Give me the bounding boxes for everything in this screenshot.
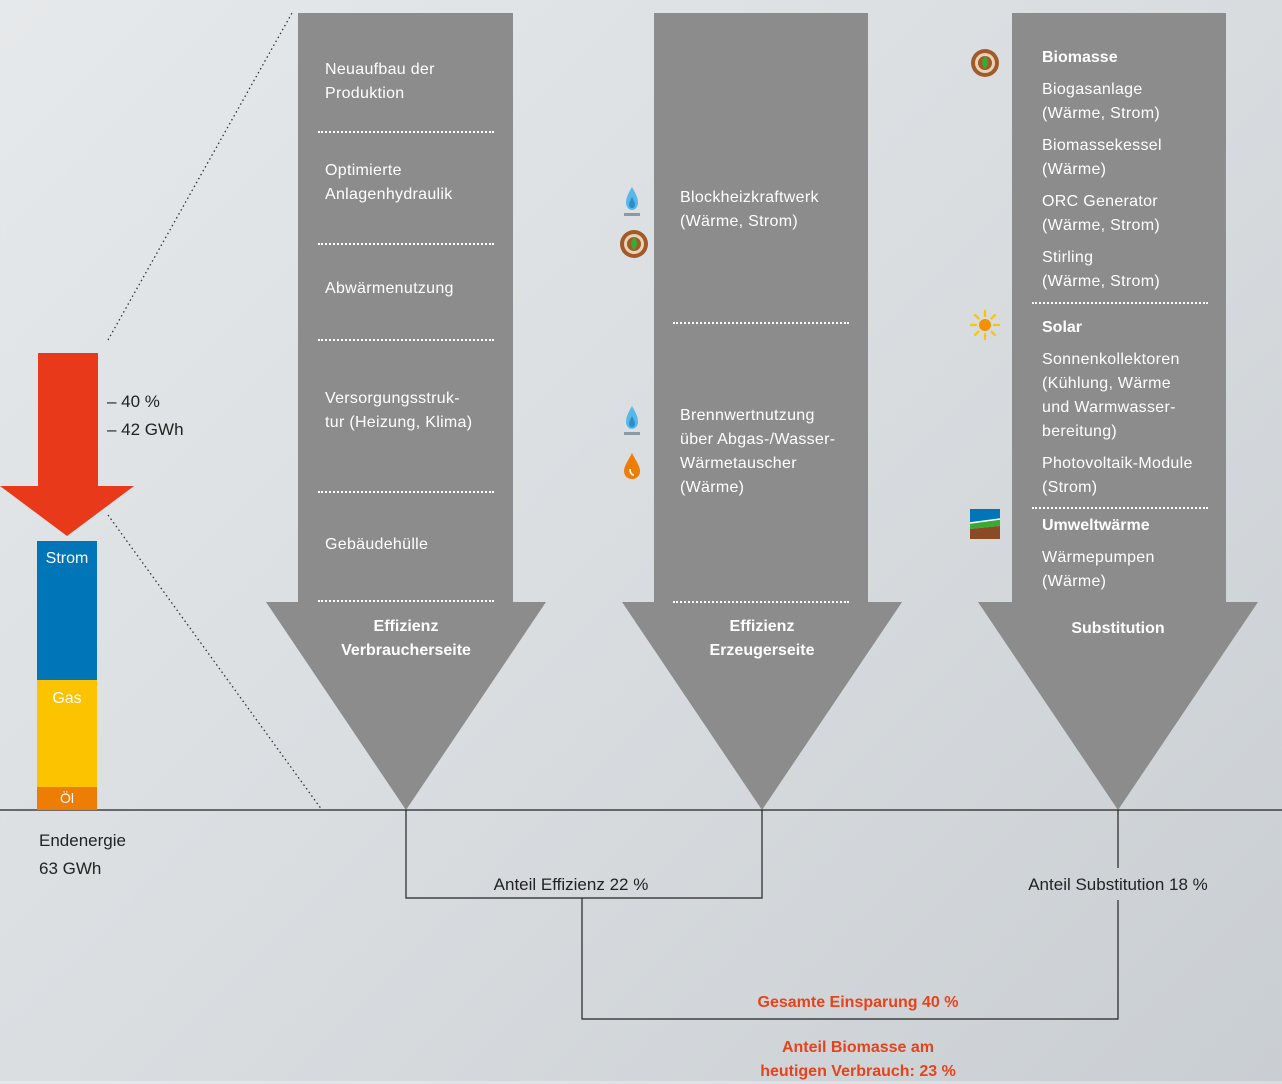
umwelt-item-1: Wärmepumpen (Wärme): [1042, 549, 1155, 590]
zoom-line-top: [107, 12, 293, 341]
biomasse-item-3: ORC Generator (Wärme, Strom): [1042, 193, 1160, 234]
col3-divider-1: [1032, 302, 1208, 304]
solar-item-2: Photovoltaik-Module (Strom): [1042, 455, 1193, 496]
col2-divider-1: [673, 322, 849, 324]
endenergie-label: Endenergie: [39, 831, 126, 850]
solar-heading: Solar: [1042, 319, 1083, 336]
gas-flame-icon: [624, 187, 640, 216]
col1-item-1: Neuaufbau der Produktion: [325, 61, 435, 102]
col3-divider-2: [1032, 507, 1208, 509]
biomass-icon: [971, 49, 999, 77]
bar-label-gas: Gas: [52, 690, 82, 707]
solar-item-1: Sonnenkollektoren (Kühlung, Wärme und Wa…: [1042, 351, 1180, 440]
col1-item-2: Optimierte Anlagenhydraulik: [325, 162, 453, 203]
bar-segment-strom: [37, 541, 97, 680]
biomasse-item-1: Biogasanlage (Wärme, Strom): [1042, 81, 1160, 122]
arrow-efficiency-consumer: [266, 13, 546, 810]
col1-divider-3: [318, 339, 494, 341]
solar-sun-icon: [969, 309, 1001, 341]
reduction-pct: – 40 %: [107, 392, 160, 411]
arrow-efficiency-producer: [622, 13, 902, 810]
col2-divider-2: [673, 601, 849, 603]
col1-item-5: Gebäudehülle: [325, 536, 429, 553]
col2-item-2: Brennwertnutzung über Abgas-/Wasser- Wär…: [680, 407, 836, 496]
biomasse-heading: Biomasse: [1042, 49, 1118, 66]
col1-divider-4: [318, 491, 494, 493]
bar-label-oel: Öl: [60, 790, 74, 806]
bar-label-strom: Strom: [45, 550, 89, 567]
reduction-arrow: [0, 353, 134, 536]
bracket-total: [581, 898, 1119, 1020]
endenergie-value: 63 GWh: [39, 859, 102, 878]
zoom-line-bottom: [107, 514, 323, 811]
col1-divider-5: [318, 600, 494, 602]
col1-divider-2: [318, 243, 494, 245]
oil-drop-icon: [624, 453, 640, 479]
anteil-effizienz: Anteil Effizienz 22 %: [493, 875, 649, 894]
umwelt-heading: Umweltwärme: [1042, 517, 1150, 534]
col1-item-3: Abwärmenutzung: [325, 280, 454, 297]
environment-heat-icon: [970, 509, 1000, 539]
biomasse-item-2: Biomassekessel (Wärme): [1042, 137, 1162, 178]
anteil-biomasse: Anteil Biomasse am heutigen Verbrauch: 2…: [760, 1039, 956, 1080]
gesamte-einsparung: Gesamte Einsparung 40 %: [757, 994, 959, 1011]
bar-segment-gas: [37, 680, 97, 787]
col3-title: Substitution: [1071, 620, 1165, 637]
reduction-gwh: – 42 GWh: [107, 420, 184, 439]
col1-divider-1: [318, 131, 494, 133]
col1-item-4: Versorgungsstruk- tur (Heizung, Klima): [325, 390, 473, 431]
anteil-substitution: Anteil Substitution 18 %: [1028, 875, 1208, 894]
col2-item-1: Blockheizkraftwerk (Wärme, Strom): [680, 189, 819, 230]
col2-title: Effizienz Erzeugerseite: [709, 618, 815, 659]
col1-title: Effizienz Verbraucherseite: [341, 618, 471, 659]
biomasse-item-4: Stirling (Wärme, Strom): [1042, 249, 1160, 290]
bracket-efficiency: [405, 810, 763, 899]
gas-flame-icon: [624, 406, 640, 435]
biomass-icon: [620, 230, 648, 258]
bar-segment-oel: [37, 787, 97, 810]
arrow-substitution: [978, 13, 1258, 810]
